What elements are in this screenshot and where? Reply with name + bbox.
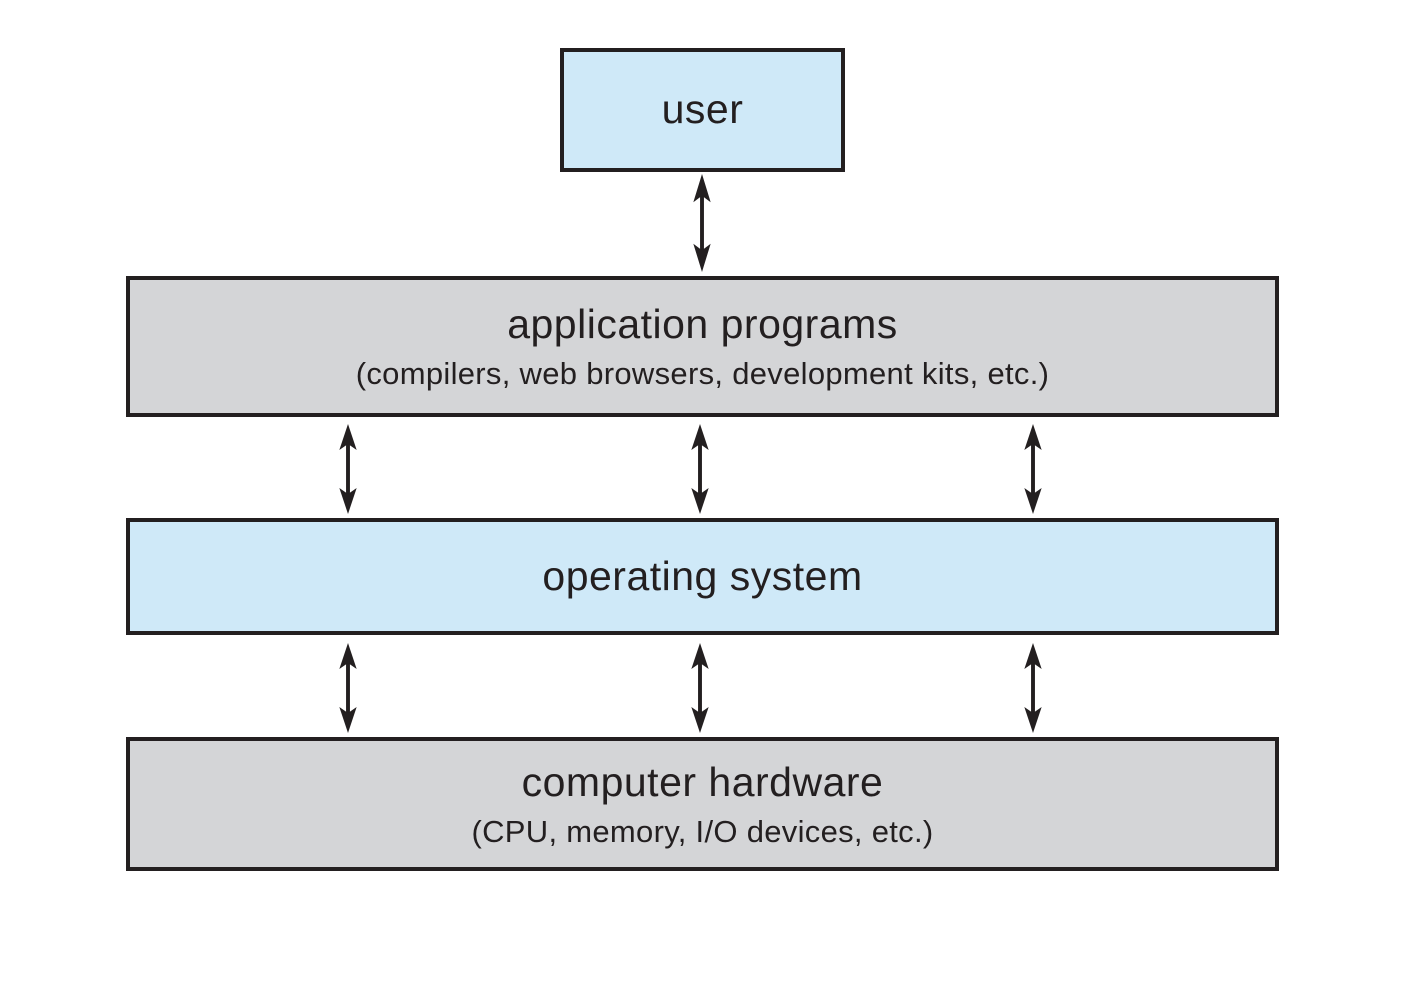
user-box: user: [560, 48, 845, 172]
operating-system-label: operating system: [542, 552, 863, 599]
application-programs-sublabel: (compilers, web browsers, development ki…: [355, 356, 1050, 392]
double-arrow-icon: [693, 174, 711, 272]
bidirectional-arrow-apps-os-right: [1020, 424, 1046, 514]
computer-hardware-sublabel: (CPU, memory, I/O devices, etc.): [471, 813, 934, 849]
bidirectional-arrow-os-hw-right: [1020, 643, 1046, 733]
bidirectional-arrow-user-apps: [689, 174, 715, 272]
operating-system-box: operating system: [126, 518, 1279, 635]
computer-hardware-box: computer hardware (CPU, memory, I/O devi…: [126, 737, 1279, 871]
double-arrow-icon: [691, 643, 709, 733]
application-programs-box: application programs (compilers, web bro…: [126, 276, 1279, 417]
double-arrow-icon: [1024, 424, 1042, 514]
application-programs-label: application programs: [507, 301, 898, 348]
double-arrow-icon: [1024, 643, 1042, 733]
bidirectional-arrow-apps-os-center: [687, 424, 713, 514]
bidirectional-arrow-os-hw-center: [687, 643, 713, 733]
bidirectional-arrow-os-hw-left: [335, 643, 361, 733]
computer-hardware-label: computer hardware: [521, 758, 884, 805]
bidirectional-arrow-apps-os-left: [335, 424, 361, 514]
double-arrow-icon: [691, 424, 709, 514]
double-arrow-icon: [339, 424, 357, 514]
double-arrow-icon: [339, 643, 357, 733]
user-box-label: user: [661, 86, 744, 133]
